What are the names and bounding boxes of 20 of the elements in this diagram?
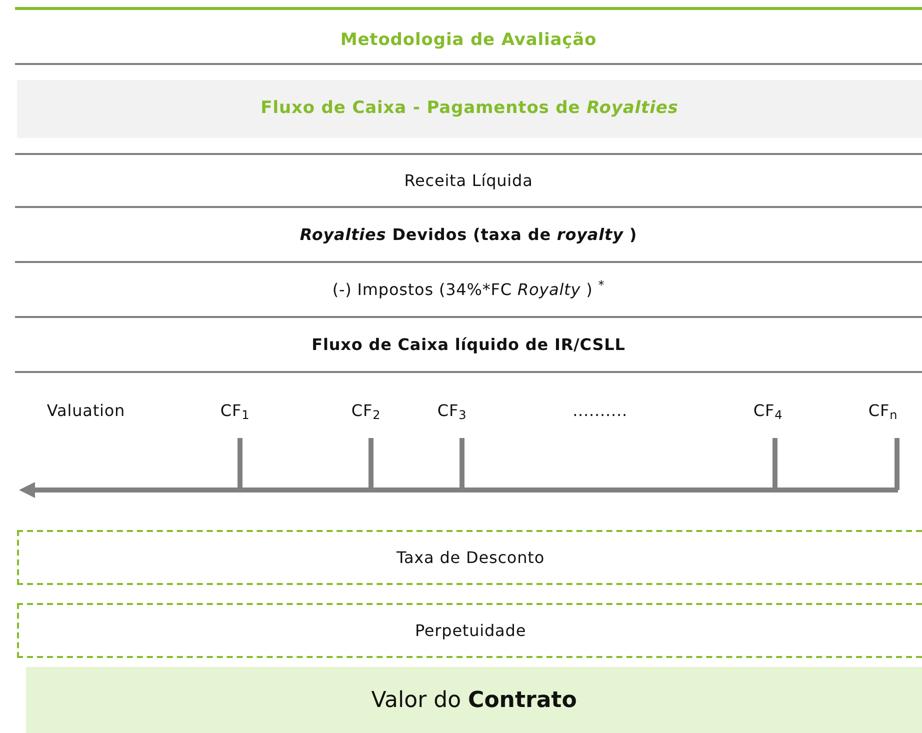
row-text: Royalties Devidos (taxa de royalty ) [300, 224, 638, 246]
timeline-label: Valuation [46, 400, 126, 422]
timeline-label: CF$_{2}$ [351, 400, 381, 423]
timeline-label: CF$_{1}$ [220, 400, 250, 423]
table-row [15, 153, 922, 208]
timeline-label: .......... [572, 400, 628, 422]
dashed-box [17, 603, 922, 658]
timeline-label: CF$_{n}$ [868, 400, 898, 423]
row-text: Taxa de Desconto [396, 546, 545, 568]
timeline-label: CF$_{3}$ [437, 400, 467, 423]
row-text: Receita Líquida [404, 170, 533, 192]
dashed-box [17, 530, 922, 585]
row-text: Valor do Contrato [371, 686, 577, 714]
title: Metodologia de Avaliação [339, 29, 598, 52]
row-text: (-) Impostos (34%*FC Royalty ) $^{*}$ [332, 278, 605, 300]
result-box [26, 667, 922, 733]
row-text: Fluxo de Caixa - Pagamentos de Royalties [260, 97, 678, 120]
timeline-label: CF$_{4}$ [753, 400, 783, 423]
row-text: Fluxo de Caixa líquido de IR/CSLL [312, 334, 626, 356]
row-text: Perpetuidade [414, 620, 526, 642]
